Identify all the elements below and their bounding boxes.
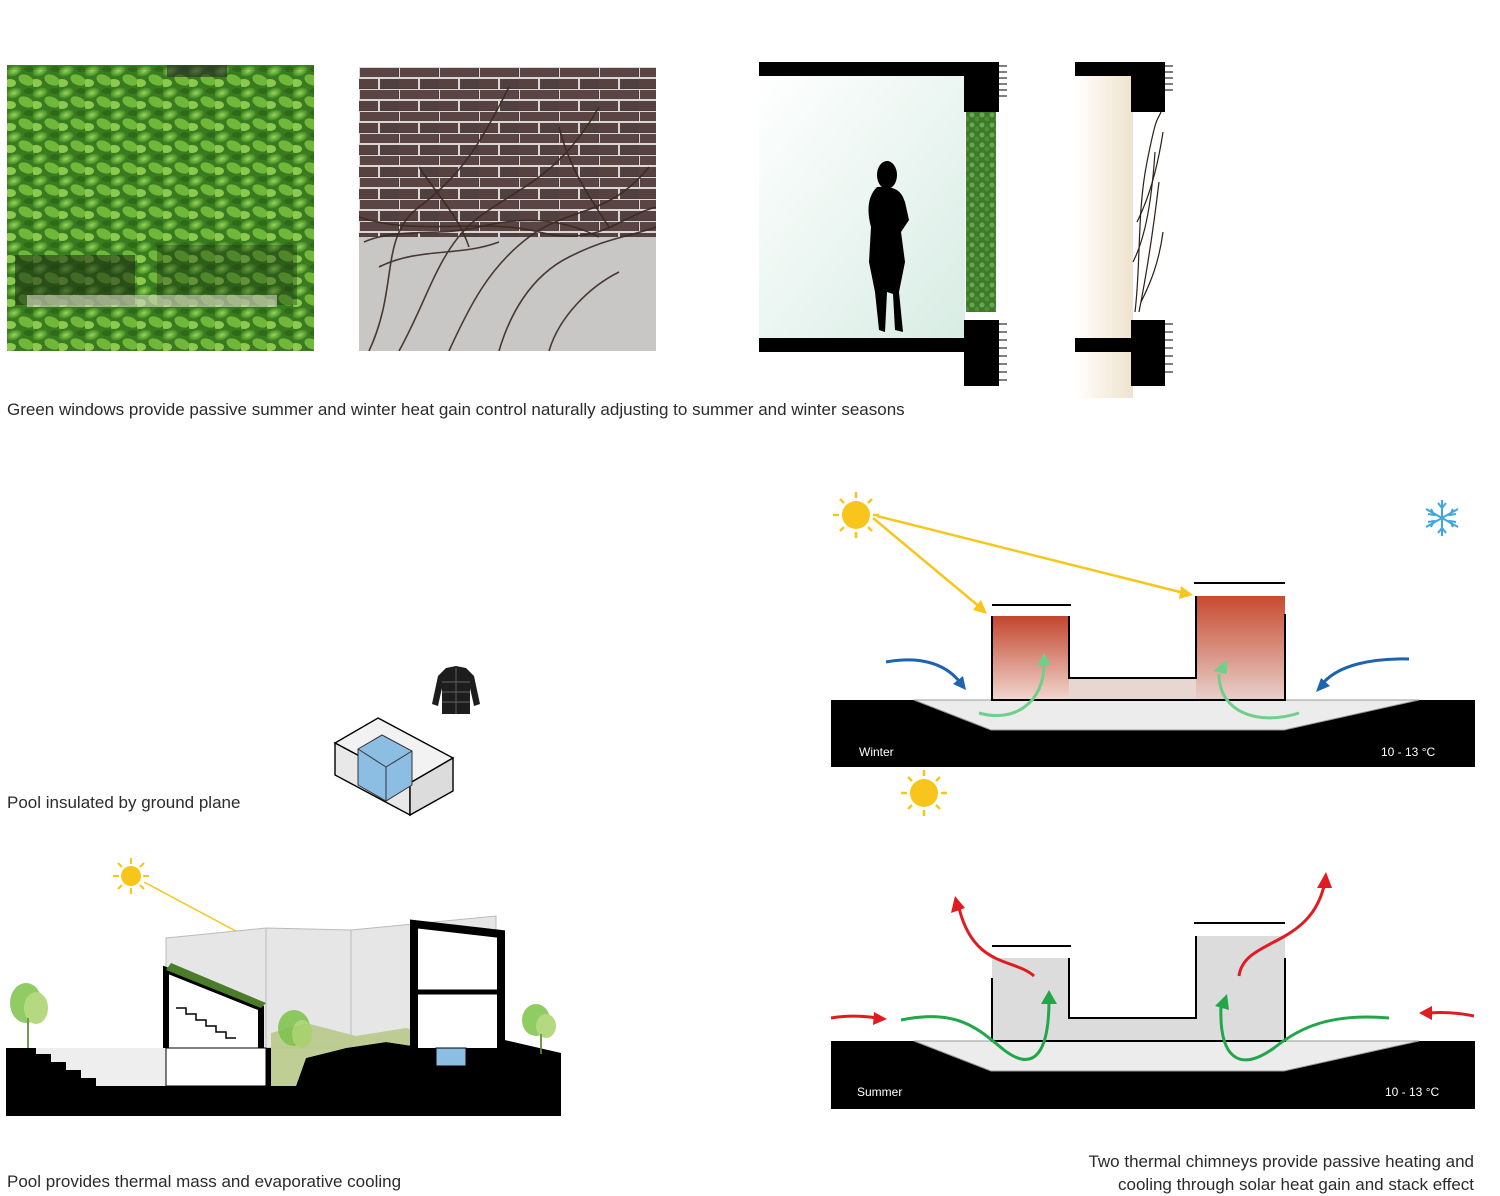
winter-season-label: Winter: [859, 745, 894, 759]
pool-axonometric-icon: [330, 713, 458, 819]
person-silhouette: [868, 161, 909, 332]
summer-temperature-label: 10 - 13 °C: [1385, 1085, 1439, 1099]
caption-green-windows: Green windows provide passive summer and…: [7, 400, 905, 419]
green-window-section-winter: [1067, 62, 1177, 402]
caption-pool-thermal: Pool provides thermal mass and evaporati…: [7, 1172, 402, 1191]
sun-icon: [901, 770, 947, 816]
summer-season-label: Summer: [857, 1085, 902, 1099]
sun-icon: [113, 858, 149, 894]
summer-chimney-diagram: Summer 10 - 13 °C: [829, 768, 1477, 1113]
caption-thermal-chimneys: Two thermal chimneys provide passive hea…: [1000, 1150, 1474, 1196]
tree-left: [10, 983, 48, 1048]
tree-right: [522, 1004, 556, 1054]
pool-section-diagram: [6, 858, 566, 1118]
winter-chimney-diagram: Winter 10 - 13 °C: [829, 488, 1477, 770]
ivy-summer-photo: [7, 65, 314, 351]
caption-chimneys-line2: cooling through solar heat gain and stac…: [1118, 1175, 1474, 1194]
ivy-winter-photo: [359, 67, 656, 351]
jacket-icon: [428, 664, 484, 716]
green-window-section-summer: [759, 62, 1013, 389]
caption-pool-insulated: Pool insulated by ground plane: [7, 793, 241, 812]
snowflake-icon: [1425, 500, 1459, 536]
winter-temperature-label: 10 - 13 °C: [1381, 745, 1435, 759]
caption-chimneys-line1: Two thermal chimneys provide passive hea…: [1088, 1152, 1474, 1171]
tree-middle: [278, 1010, 312, 1048]
sun-icon: [833, 492, 879, 538]
